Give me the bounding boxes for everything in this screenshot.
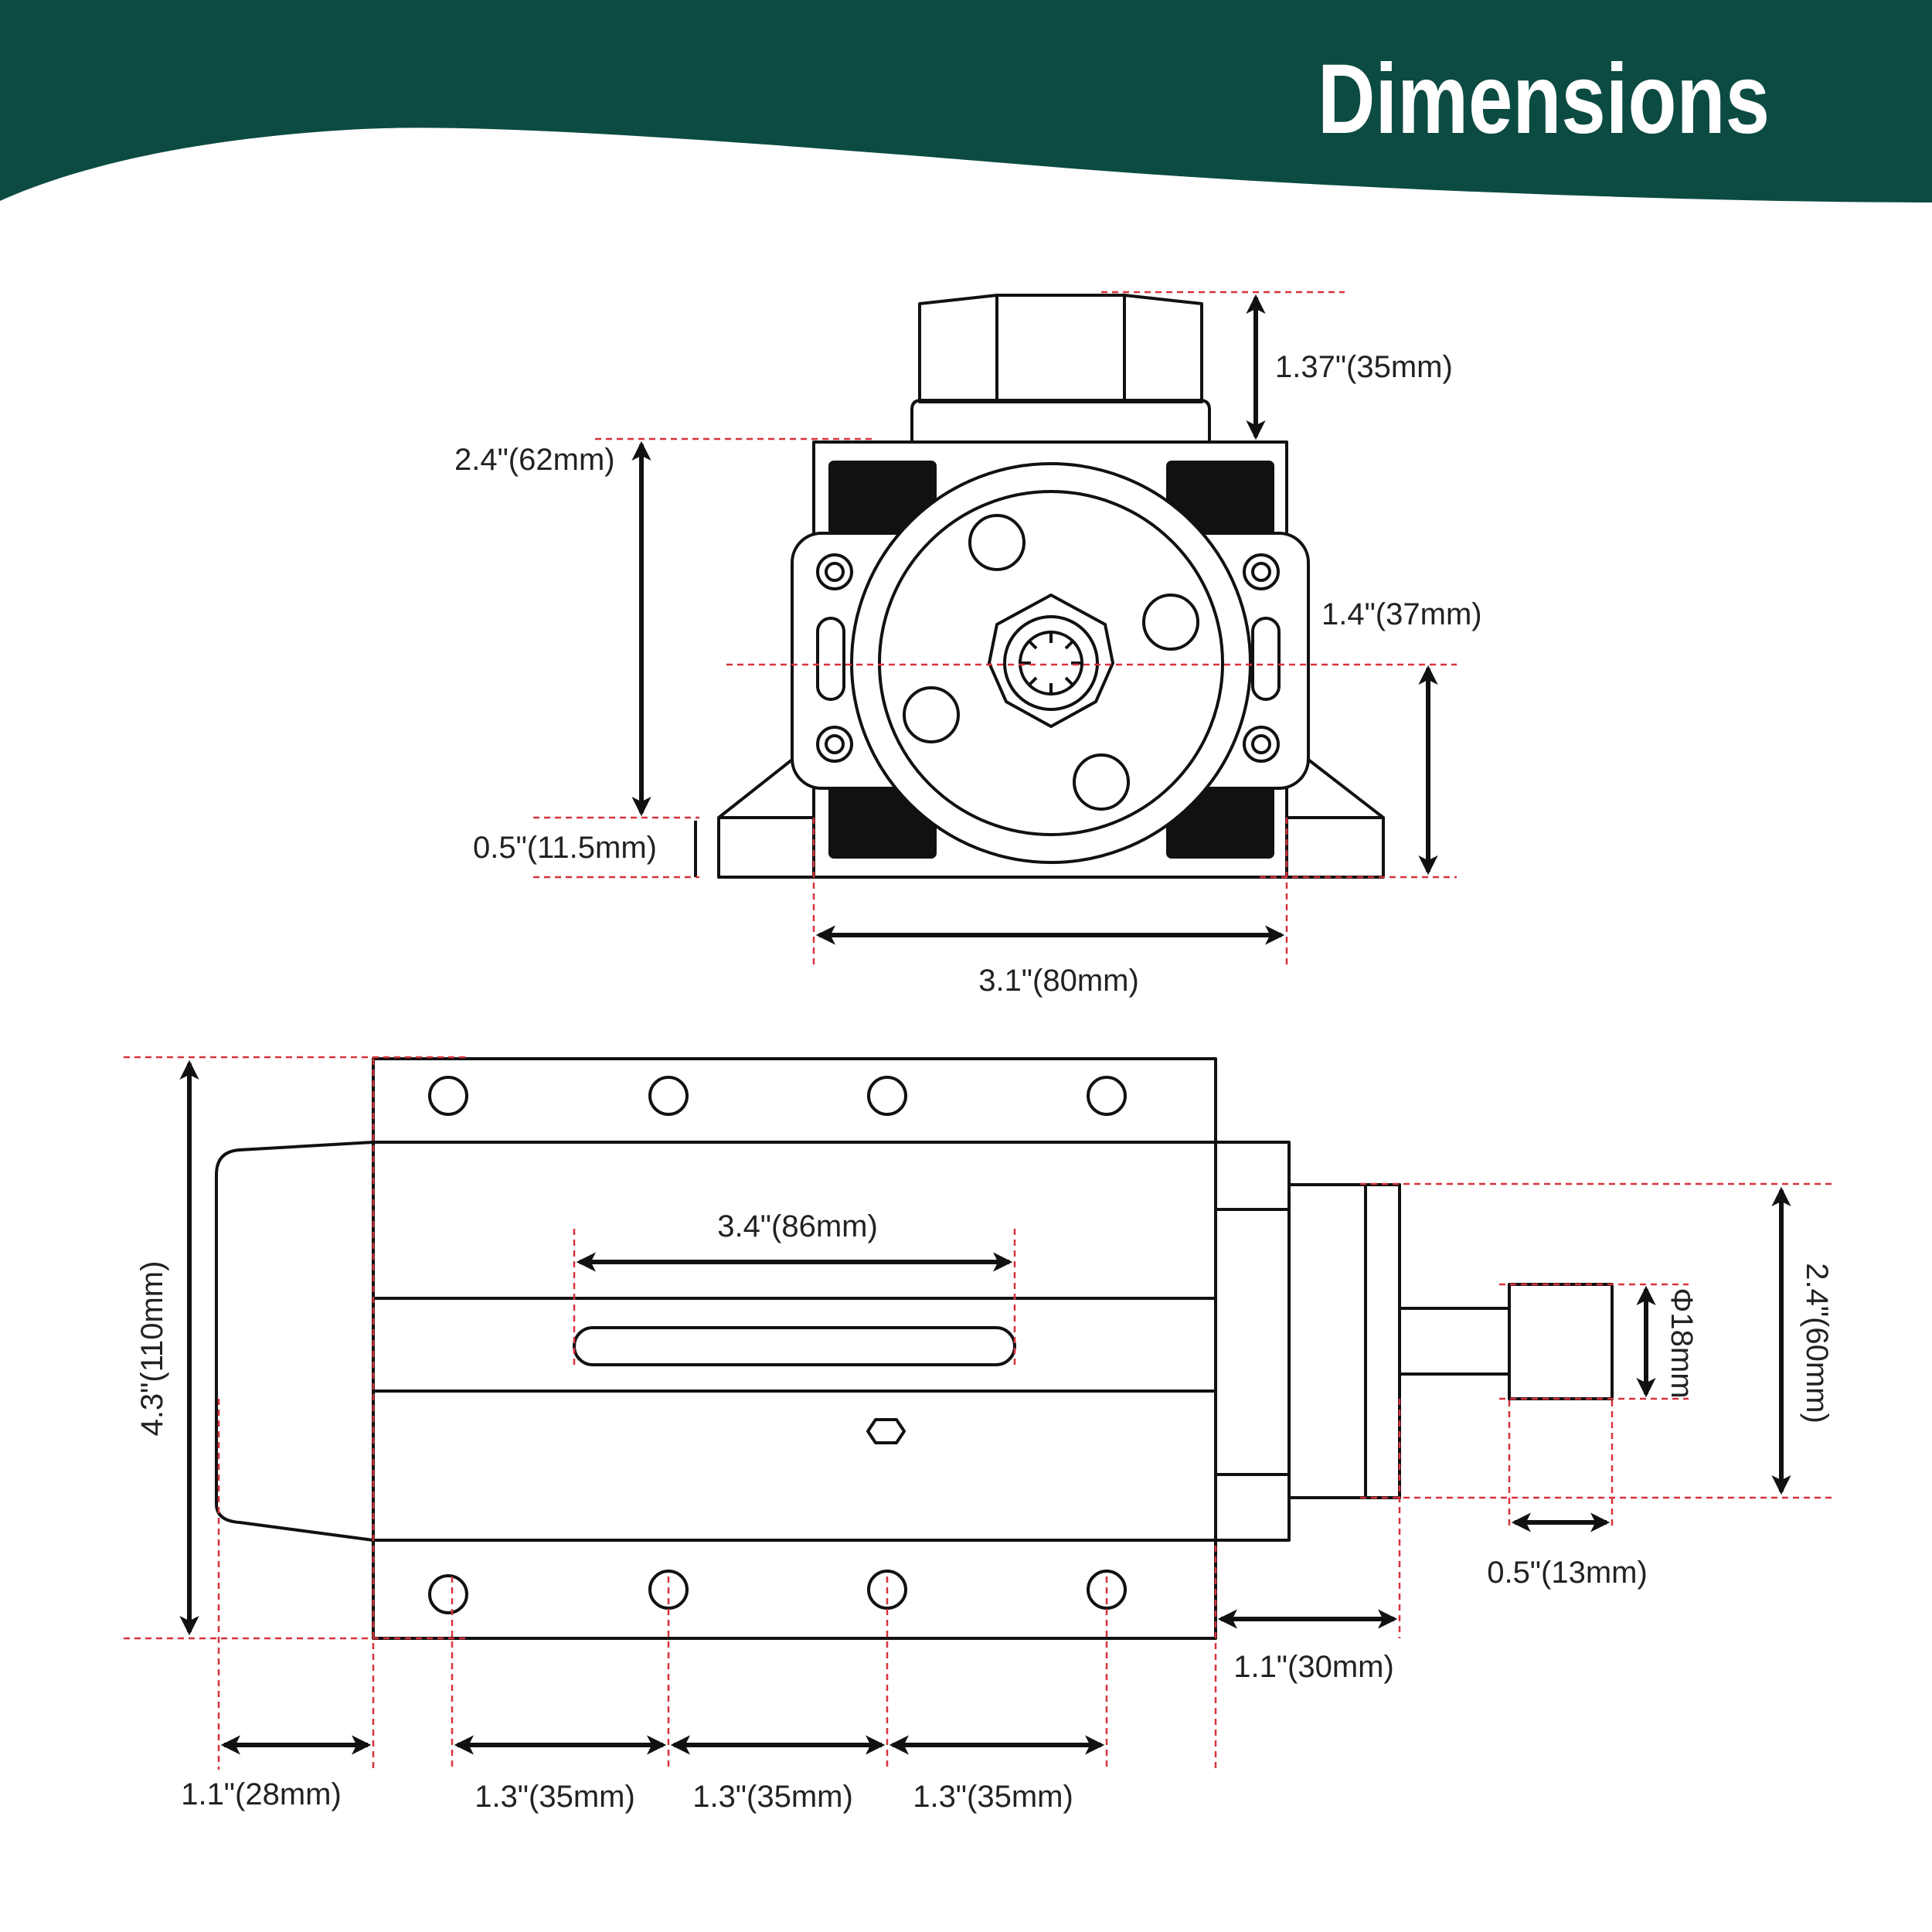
housing-hex-bolt (866, 1418, 906, 1444)
header-wave (0, 0, 1932, 202)
left-base-foot (717, 816, 814, 879)
spindle-ring (1364, 1183, 1401, 1499)
side-reference-lines (124, 1056, 1832, 1770)
collet-slits (1020, 632, 1082, 694)
center-height-label: 1.4"(37mm) (1321, 597, 1482, 631)
collet-nut-outline (918, 294, 1203, 403)
rear-cap-label: 1.1"(28mm) (181, 1777, 342, 1811)
spindle-shaft (1398, 1307, 1511, 1376)
housing-slot (573, 1326, 1016, 1366)
header-band: Dimensions (0, 0, 1932, 202)
base-thickness-label: 0.5"(11.5mm) (473, 831, 657, 865)
bracket-screws (816, 553, 1280, 763)
flange-height-label: 2.4"(60mm) (1800, 1263, 1834, 1423)
body-width-label: 3.1"(80mm) (978, 964, 1139, 998)
shaft-diameter-label: Φ18mm (1665, 1287, 1699, 1398)
front-reference-lines (533, 291, 1457, 964)
overall-height-label: 4.3"(110mm) (135, 1261, 169, 1437)
hole-pitch-1-label: 1.3"(35mm) (474, 1780, 635, 1814)
collet (1508, 1283, 1614, 1400)
nut-collar (910, 399, 1211, 440)
hole-pitch-2-label: 1.3"(35mm) (692, 1780, 853, 1814)
bracket-slot-left (816, 617, 845, 701)
hole-pitch-3-label: 1.3"(35mm) (913, 1780, 1073, 1814)
rear-end-cap (215, 1141, 374, 1542)
front-flange (1214, 1141, 1291, 1542)
slot-length-label: 3.4"(86mm) (717, 1209, 878, 1243)
bracket-slot-right (1251, 617, 1281, 701)
body-height-label: 2.4"(62mm) (454, 443, 615, 477)
page-title: Dimensions (1318, 44, 1770, 155)
nut-height-label: 1.37"(35mm) (1275, 350, 1453, 384)
collet-length-label: 0.5"(13mm) (1487, 1556, 1648, 1590)
nose-length-label: 1.1"(30mm) (1233, 1650, 1394, 1684)
right-base-foot (1287, 816, 1385, 879)
motor-face-inner (878, 490, 1224, 836)
motor-housing (372, 1141, 1217, 1542)
side-view: 4.3"(110mm) 3.4"(86mm) Φ18mm 2.4"(60mm) … (124, 1056, 1834, 1814)
plate-holes (428, 1076, 1127, 1614)
front-view: 1.37"(35mm) 2.4"(62mm) 1.4"(37mm) 0.5"(1… (454, 291, 1482, 998)
